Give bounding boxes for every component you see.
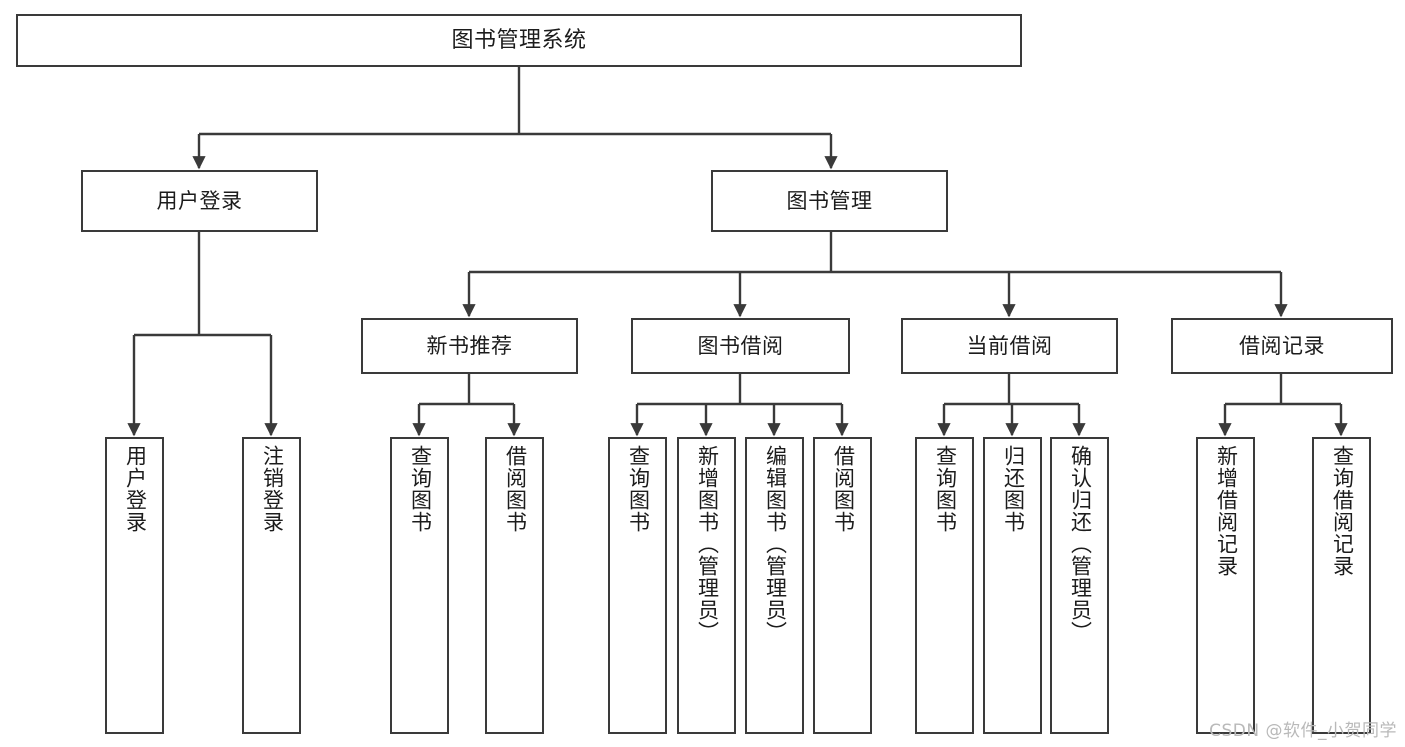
node-label: 借阅图书 — [831, 445, 856, 533]
node-root-book-management-system[interactable]: 图书管理系统 — [16, 14, 1022, 67]
node-label: 确认归还（管理员） — [1068, 445, 1093, 643]
node-leaf-query-borrow-record[interactable]: 查询借阅记录 — [1312, 437, 1371, 734]
node-leaf-add-borrow-record[interactable]: 新增借阅记录 — [1196, 437, 1255, 734]
node-label: 编辑图书（管理员） — [763, 445, 788, 643]
node-book-manage[interactable]: 图书管理 — [711, 170, 948, 232]
node-leaf-logout-login[interactable]: 注销登录 — [242, 437, 301, 734]
node-leaf-edit-book[interactable]: 编辑图书（管理员） — [745, 437, 804, 734]
node-label: 图书管理 — [786, 188, 873, 213]
node-label: 新增图书（管理员） — [695, 445, 720, 643]
node-label: 借阅记录 — [1239, 333, 1325, 358]
node-label: 用户登录 — [156, 188, 243, 213]
node-label: 新增借阅记录 — [1214, 445, 1239, 577]
node-label: 用户登录 — [123, 445, 148, 533]
node-label: 借阅图书 — [503, 445, 528, 533]
node-label: 查询图书 — [626, 445, 651, 533]
node-new-book-recommend[interactable]: 新书推荐 — [361, 318, 578, 374]
node-label: 查询图书 — [933, 445, 958, 533]
node-leaf-user-login[interactable]: 用户登录 — [105, 437, 164, 734]
node-leaf-add-book[interactable]: 新增图书（管理员） — [677, 437, 736, 734]
node-label: 查询图书 — [408, 445, 433, 533]
node-label: 归还图书 — [1001, 445, 1026, 533]
node-leaf-query-book-borrow[interactable]: 查询图书 — [608, 437, 667, 734]
node-label: 查询借阅记录 — [1330, 445, 1355, 577]
node-leaf-query-book-current[interactable]: 查询图书 — [915, 437, 974, 734]
node-user-login[interactable]: 用户登录 — [81, 170, 318, 232]
node-borrow-record[interactable]: 借阅记录 — [1171, 318, 1393, 374]
node-leaf-borrow-book-recommend[interactable]: 借阅图书 — [485, 437, 544, 734]
node-leaf-borrow-book[interactable]: 借阅图书 — [813, 437, 872, 734]
node-label: 新书推荐 — [426, 333, 513, 358]
node-label: 图书借阅 — [697, 333, 784, 358]
node-label: 当前借阅 — [966, 333, 1053, 358]
node-current-borrow[interactable]: 当前借阅 — [901, 318, 1118, 374]
node-leaf-confirm-return[interactable]: 确认归还（管理员） — [1050, 437, 1109, 734]
node-book-borrow[interactable]: 图书借阅 — [631, 318, 850, 374]
node-leaf-return-book[interactable]: 归还图书 — [983, 437, 1042, 734]
node-label: 注销登录 — [260, 445, 285, 533]
node-label: 图书管理系统 — [451, 27, 587, 53]
node-leaf-query-book-recommend[interactable]: 查询图书 — [390, 437, 449, 734]
